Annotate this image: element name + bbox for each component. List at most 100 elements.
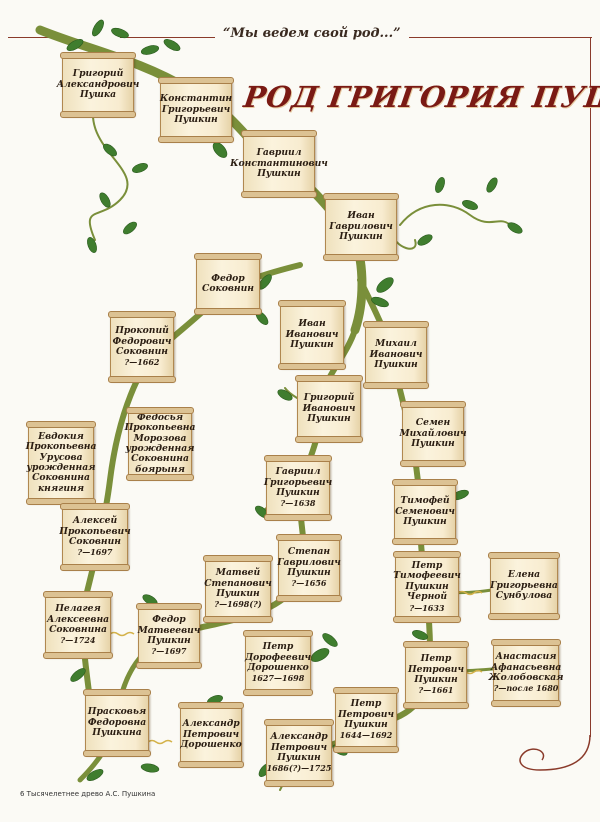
person-name-line: Петр bbox=[420, 653, 452, 665]
person-name-line: Прасковья bbox=[87, 706, 147, 718]
person-name-line: Пушкин bbox=[277, 752, 321, 763]
person-name-line: Петрович bbox=[407, 663, 465, 675]
person-name-line: Иванович bbox=[302, 402, 356, 414]
person-years: ?—после 1680 bbox=[493, 683, 559, 694]
person-name-line: Иванович bbox=[369, 348, 423, 360]
person-name-line: Григорий bbox=[72, 68, 124, 80]
person-name-line: Степанович bbox=[204, 577, 272, 589]
person-name-line: Иван bbox=[347, 210, 375, 222]
person-name-line: Федоровна bbox=[87, 716, 147, 728]
person-years: ?—1662 bbox=[124, 357, 160, 368]
person-name-line: Елена bbox=[507, 569, 541, 581]
person-name-line: Соковнина bbox=[131, 453, 189, 465]
person-name-line: Соковнина bbox=[32, 472, 90, 484]
person-name-line: Михайлович bbox=[399, 427, 467, 439]
person-name-line: Дорошенко bbox=[247, 662, 309, 673]
person-name-line: Федосья bbox=[136, 411, 184, 423]
person-name-line: Тимофей bbox=[400, 495, 450, 507]
person-name-line: Иван bbox=[298, 318, 326, 330]
person-name-line: Семенович bbox=[395, 505, 455, 517]
person-years: ?—1724 bbox=[60, 635, 96, 646]
person-name-line: Алексей bbox=[72, 515, 118, 527]
person-name-line: Пушкин bbox=[147, 635, 191, 646]
person-name-line: княгиня bbox=[37, 482, 85, 494]
person-name-line: Пушкин bbox=[403, 516, 447, 528]
person-name-line: Прокопьевич bbox=[59, 525, 131, 537]
person-years: ?—1661 bbox=[418, 685, 454, 696]
person-name-line: Тимофеевич bbox=[393, 570, 461, 582]
person-name-line: Афанасьевна bbox=[490, 661, 562, 673]
person-name-line: Пушкин bbox=[414, 674, 458, 685]
person-years: 1686(?)—1725 bbox=[266, 763, 332, 774]
person-years: ?—1697 bbox=[77, 547, 113, 558]
person-name-line: Александр bbox=[182, 718, 240, 730]
person-name-line: Пушкин bbox=[307, 413, 351, 425]
person-name-line: боярыня bbox=[135, 463, 185, 475]
person-name-line: Пушка bbox=[79, 89, 117, 101]
person-name-line: Федорович bbox=[112, 335, 172, 347]
person-years: 1627—1698 bbox=[251, 673, 305, 684]
person-name-line: урожденная bbox=[125, 443, 195, 454]
person-name-line: Пушкин bbox=[257, 168, 301, 180]
person-name-line: Жолобовская bbox=[488, 672, 564, 683]
person-name-line: Гавриил bbox=[275, 466, 321, 478]
page-footer: 6 Тысячелетнее древо А.С. Пушкина bbox=[20, 790, 156, 798]
person-name-line: Петрович bbox=[182, 728, 240, 740]
person-name-line: Михаил bbox=[375, 338, 417, 350]
person-years: 1644—1692 bbox=[339, 730, 393, 741]
person-name-line: Григорьевич bbox=[263, 476, 333, 488]
person-name-line: Петрович bbox=[337, 708, 395, 720]
person-name-line: Пушкина bbox=[92, 727, 142, 739]
person-name-line: Сунбулова bbox=[495, 590, 553, 602]
person-name-line: Пушкин bbox=[374, 359, 418, 371]
person-name-line: Пушкин bbox=[290, 339, 334, 351]
person-name-line: Петр bbox=[350, 698, 382, 710]
person-name-line: Константин bbox=[159, 93, 233, 105]
person-years: ?—1638 bbox=[280, 498, 316, 509]
person-name-line: Соковнина bbox=[49, 624, 107, 635]
person-name-line: Григорьевна bbox=[490, 579, 558, 591]
person-years: ?—1697 bbox=[151, 646, 187, 657]
person-name-line: Пушкин bbox=[287, 567, 331, 578]
person-name-line: Матвей bbox=[215, 567, 261, 579]
person-name-line: Соковнин bbox=[116, 346, 168, 357]
person-name-line: Соковнин bbox=[202, 283, 254, 294]
person-years: ?—1656 bbox=[291, 578, 327, 589]
person-name-line: Черной bbox=[406, 591, 448, 603]
person-name-line: Урусова bbox=[39, 451, 83, 463]
person-name-line: Анастасия bbox=[495, 651, 557, 663]
person-name-line: Пушкин bbox=[174, 114, 218, 126]
person-name-line: Александр bbox=[270, 731, 328, 743]
person-name-line: Иванович bbox=[285, 328, 339, 340]
person-name-line: Матвеевич bbox=[137, 624, 201, 636]
person-name-line: Пушкин bbox=[344, 719, 388, 730]
person-name-line: Прокопий bbox=[115, 325, 169, 337]
person-name-line: Семен bbox=[415, 417, 451, 429]
person-name-line: Пушкин bbox=[276, 487, 320, 498]
person-name-line: Прокопьевна bbox=[25, 441, 97, 453]
person-name-line: Евдокия bbox=[38, 430, 84, 442]
person-name-line: Пушкин bbox=[405, 580, 449, 592]
person-name-line: Пушкин bbox=[216, 588, 260, 599]
person-name-line: Пушкин bbox=[411, 438, 455, 450]
person-name-line: Морозова bbox=[133, 432, 187, 444]
